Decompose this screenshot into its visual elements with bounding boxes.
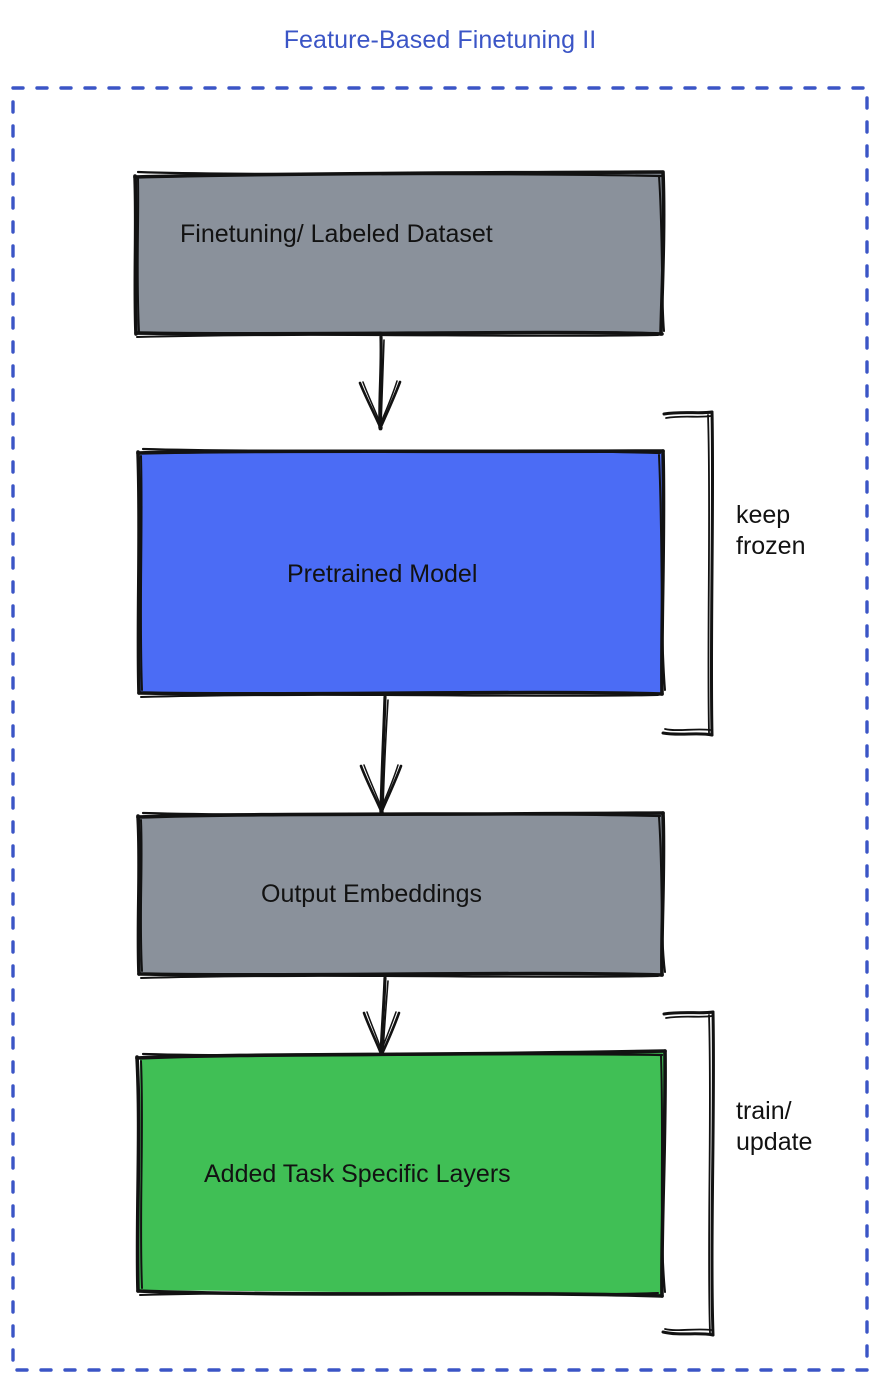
node-dataset[interactable] bbox=[133, 170, 666, 338]
node-output-embeddings-label: Output Embeddings bbox=[261, 880, 482, 908]
arrow-embeddings-to-layers bbox=[362, 976, 401, 1058]
node-pretrained-model[interactable] bbox=[136, 447, 666, 698]
node-output-embeddings[interactable] bbox=[136, 811, 666, 979]
node-pretrained-model-label: Pretrained Model bbox=[287, 560, 478, 588]
node-dataset-label: Finetuning/ Labeled Dataset bbox=[180, 220, 493, 248]
node-task-layers-label: Added Task Specific Layers bbox=[204, 1160, 511, 1188]
annotation-train-update-label: train/ update bbox=[736, 1097, 813, 1156]
arrow-model-to-embeddings bbox=[359, 695, 403, 815]
dashed-frame bbox=[11, 86, 869, 1372]
annotation-keep-frozen-label: keep frozen bbox=[736, 501, 806, 560]
bracket-train-update bbox=[661, 1010, 715, 1337]
page-title: Feature-Based Finetuning II bbox=[283, 26, 597, 54]
arrow-dataset-to-model bbox=[358, 335, 402, 431]
bracket-keep-frozen bbox=[661, 410, 715, 737]
node-task-layers[interactable] bbox=[135, 1049, 667, 1298]
